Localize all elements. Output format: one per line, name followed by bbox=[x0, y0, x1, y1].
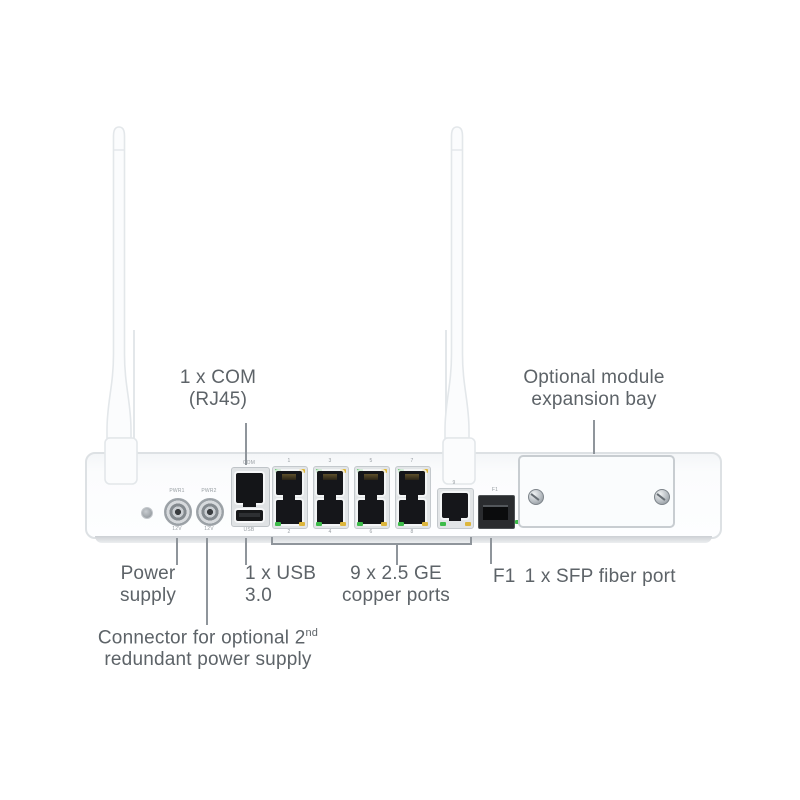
power-connector-2-label: PWR2 bbox=[201, 488, 217, 494]
led-amber-icon bbox=[422, 522, 428, 526]
com-annotation-line1: 1 x COM bbox=[179, 367, 257, 388]
led-amber-icon bbox=[299, 469, 305, 473]
callout-line-power bbox=[176, 538, 178, 565]
sfp-annotation: F1 1 x SFP fiber port bbox=[493, 566, 723, 588]
com-annotation-line2: (RJ45) bbox=[188, 389, 248, 410]
led-amber-icon bbox=[465, 522, 471, 526]
callout-bracket-tick-right bbox=[470, 537, 472, 545]
rj45-port-icon bbox=[399, 497, 425, 524]
rj45-port-icon bbox=[276, 471, 302, 498]
usb-annotation: 1 x USB 3.0 bbox=[245, 563, 335, 607]
eth-label-4: 4 bbox=[328, 529, 332, 535]
eth-label-2: 2 bbox=[287, 529, 291, 535]
led-amber-icon bbox=[381, 469, 387, 473]
chassis-top-panel bbox=[133, 330, 447, 455]
screw-icon bbox=[654, 489, 670, 505]
callout-bracket-stem bbox=[396, 543, 398, 565]
led-green-icon bbox=[398, 522, 404, 526]
copper-ports-annotation-line1: 9 x 2.5 GE bbox=[350, 563, 442, 584]
power-connector-1-label: PWR1 bbox=[169, 488, 185, 494]
sfp-port-label: F1 bbox=[491, 487, 499, 493]
sfp-annotation-prefix: F1 bbox=[493, 566, 516, 587]
com-annotation: 1 x COM (RJ45) bbox=[150, 367, 286, 411]
usb3-port-icon bbox=[236, 510, 263, 521]
callout-line-sfp bbox=[490, 538, 492, 564]
rj45-port-icon bbox=[358, 471, 384, 498]
led-amber-icon bbox=[422, 469, 428, 473]
led-amber-icon bbox=[299, 522, 305, 526]
power-annotation-line2: supply bbox=[119, 585, 177, 606]
power-connector-1-sublabel: 12V bbox=[172, 526, 182, 532]
com-usb-module bbox=[231, 467, 270, 527]
ordinal-suffix: nd bbox=[305, 627, 319, 639]
callout-line-usb bbox=[245, 538, 247, 565]
wifi-antenna-left-icon bbox=[104, 126, 138, 485]
redundant-power-annotation-line2: redundant power supply bbox=[104, 649, 312, 671]
eth-port-pair-3-4 bbox=[313, 466, 349, 529]
wifi-antenna-right-icon bbox=[442, 126, 476, 485]
expansion-bay-annotation-line1: Optional module bbox=[523, 367, 665, 388]
com-port-label: COM bbox=[242, 460, 256, 466]
sfp-annotation-text: 1 x SFP fiber port bbox=[524, 566, 676, 587]
eth-label-1: 1 bbox=[287, 458, 291, 464]
power-annotation: Power supply bbox=[98, 563, 198, 607]
led-green-icon bbox=[275, 522, 281, 526]
screw-icon bbox=[528, 489, 544, 505]
eth-port-pair-5-6 bbox=[354, 466, 390, 529]
redundant-power-annotation-line1: Connector for optional 2nd bbox=[97, 627, 319, 649]
callout-line-com bbox=[245, 423, 247, 465]
usb-annotation-line1: 1 x USB bbox=[245, 563, 317, 584]
power-connector-2-sublabel: 12V bbox=[204, 526, 214, 532]
power-annotation-line1: Power bbox=[120, 563, 176, 584]
rj45-port-icon bbox=[399, 471, 425, 498]
rj45-port-icon bbox=[317, 471, 343, 498]
usb-annotation-line2: 3.0 bbox=[245, 585, 273, 606]
com-rj45-port-icon bbox=[236, 473, 263, 507]
power-connector-2-icon bbox=[196, 498, 224, 526]
eth-port-pair-1-2 bbox=[272, 466, 308, 529]
copper-ports-annotation: 9 x 2.5 GE copper ports bbox=[326, 563, 466, 607]
rj45-port-icon bbox=[442, 493, 468, 521]
eth-label-3: 3 bbox=[328, 458, 332, 464]
expansion-bay-annotation-line2: expansion bay bbox=[531, 389, 657, 410]
led-amber-icon bbox=[340, 522, 346, 526]
rj45-port-icon bbox=[276, 497, 302, 524]
led-amber-icon bbox=[340, 469, 346, 473]
led-green-icon bbox=[316, 522, 322, 526]
led-amber-icon bbox=[381, 522, 387, 526]
callout-line-expansion-bay bbox=[593, 420, 595, 454]
callout-bracket-copper-ports bbox=[271, 543, 472, 545]
callout-line-redundant-power bbox=[206, 538, 208, 625]
sfp-port-icon bbox=[478, 495, 515, 529]
rj45-port-icon bbox=[358, 497, 384, 524]
led-green-icon bbox=[357, 522, 363, 526]
eth-port-pair-7-8 bbox=[395, 466, 431, 529]
expansion-bay-plate bbox=[518, 455, 675, 528]
expansion-bay-annotation: Optional module expansion bay bbox=[504, 367, 684, 411]
usb-port-label: USB bbox=[243, 527, 255, 533]
eth-label-8: 8 bbox=[410, 529, 414, 535]
eth-port-9 bbox=[437, 488, 474, 529]
redundant-power-annotation: Connector for optional 2nd redundant pow… bbox=[77, 622, 339, 671]
led-green-icon bbox=[440, 522, 446, 526]
grounding-hole-icon bbox=[141, 507, 153, 519]
eth-label-7: 7 bbox=[410, 458, 414, 464]
power-connector-1-icon bbox=[164, 498, 192, 526]
callout-bracket-tick-left bbox=[271, 537, 273, 545]
eth-label-5: 5 bbox=[369, 458, 373, 464]
eth-label-6: 6 bbox=[369, 529, 373, 535]
eth-label-9: 9 bbox=[452, 480, 456, 486]
rj45-port-icon bbox=[317, 497, 343, 524]
copper-ports-annotation-line2: copper ports bbox=[341, 585, 450, 606]
